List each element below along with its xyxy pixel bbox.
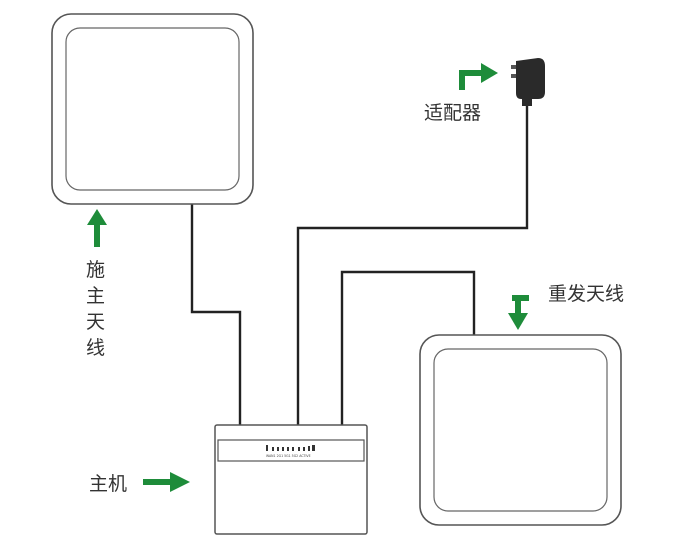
cables [190, 106, 529, 425]
host-unit: WAN1 2G1 5G1 5G2 ACTIVE [214, 424, 368, 535]
repeater-antenna-panel [419, 334, 622, 526]
cable-main-antenna [190, 203, 242, 425]
repeater-antenna-inner [433, 348, 608, 512]
main-antenna-label-char: 施 [86, 259, 105, 281]
host-label: 主机 [89, 473, 127, 495]
power-adapter-icon [511, 58, 545, 106]
host-leds [266, 445, 315, 451]
main-antenna-panel [51, 13, 254, 205]
main-antenna-inner [65, 27, 240, 191]
host-port-labels: WAN1 2G1 5G1 5G2 ACTIVE [266, 454, 311, 458]
down-arrow-icon [508, 295, 529, 330]
main-antenna-label-char: 线 [86, 337, 105, 359]
main-antenna-label-char: 天 [86, 311, 105, 333]
right-arrow-icon [459, 63, 498, 90]
cable-repeater-antenna [340, 270, 476, 425]
cable-adapter [296, 106, 529, 425]
main-antenna-label-char: 主 [86, 285, 105, 307]
right-arrow-icon [143, 472, 190, 492]
adapter-label: 适配器 [424, 102, 481, 124]
up-arrow-icon [87, 209, 107, 247]
repeater-antenna-label: 重发天线 [548, 283, 624, 305]
main-antenna-label: 施 主 天 线 [86, 259, 105, 359]
host-front-panel [217, 439, 365, 462]
